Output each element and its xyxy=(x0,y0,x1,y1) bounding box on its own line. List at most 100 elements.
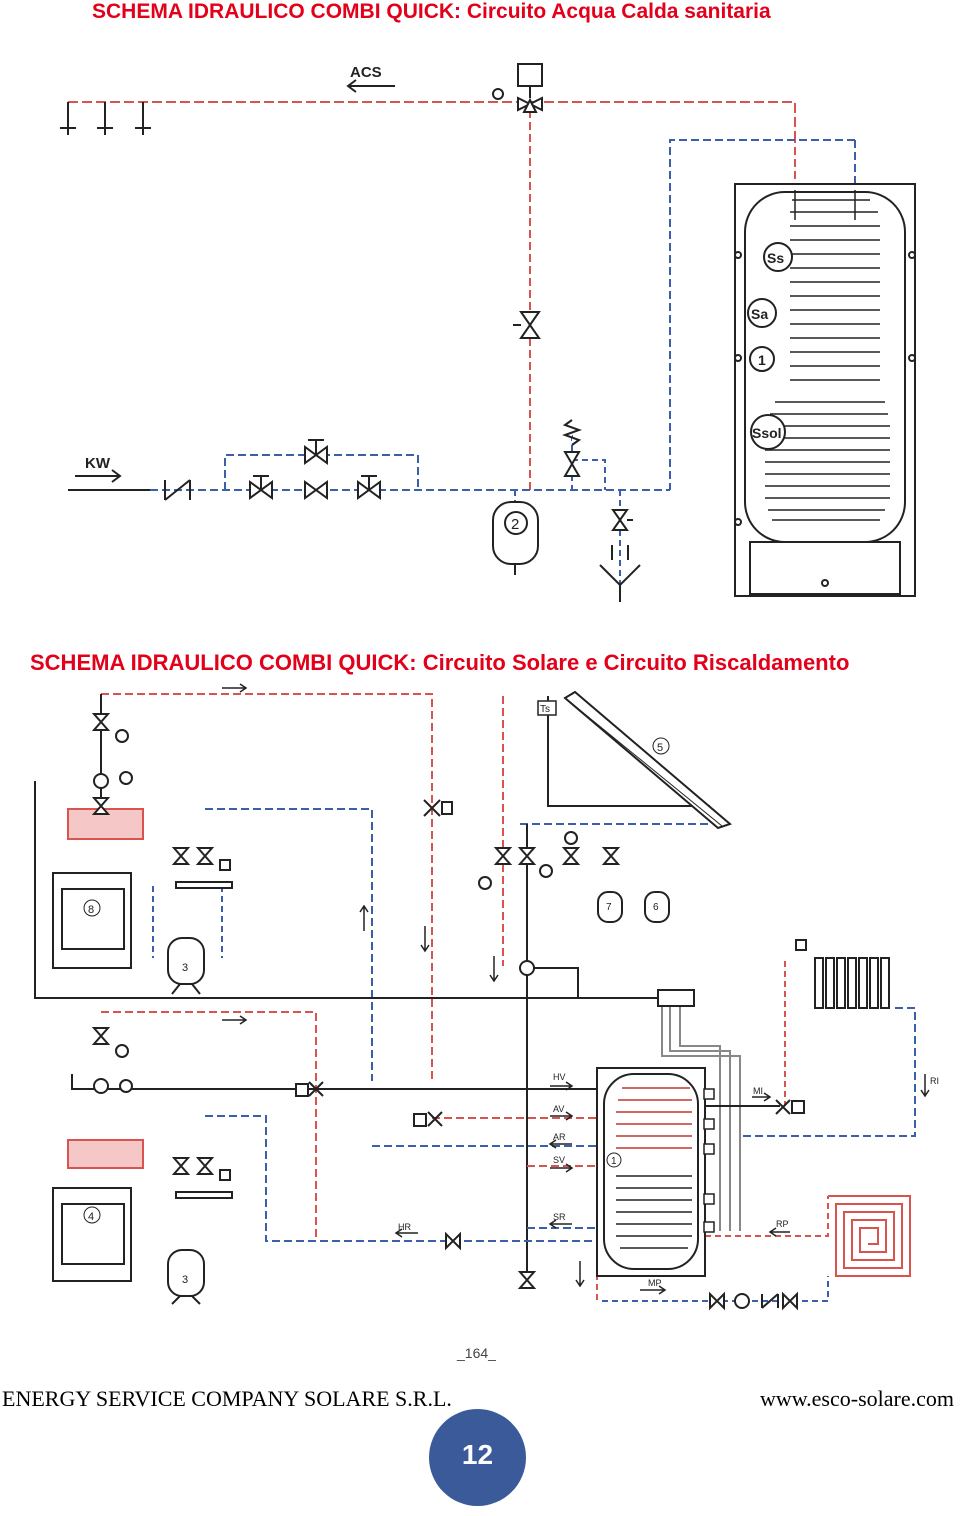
sensor-label: Ssol xyxy=(752,425,782,441)
lower-boiler-loop xyxy=(71,1074,597,1090)
valve-actuator-icon xyxy=(295,1083,309,1097)
hv-label: HV xyxy=(553,1072,566,1082)
three-way-valve-icon xyxy=(427,1111,443,1127)
flow-arrow-icon xyxy=(359,904,369,931)
solar-collector xyxy=(563,690,732,830)
expansion-vessel-icon xyxy=(167,937,205,995)
solar-vessel-icon xyxy=(644,891,670,923)
flow-arrow-icon xyxy=(548,1139,572,1149)
bypass-loop-pipe xyxy=(224,454,419,490)
collector-number-badge xyxy=(652,737,670,755)
company-name: ENERGY SERVICE COMPANY SOLARE S.R.L. xyxy=(2,1386,452,1411)
page-title-dhw: SCHEMA IDRAULICO COMBI QUICK: Circuito A… xyxy=(92,0,771,23)
flow-arrow-icon xyxy=(575,1261,585,1288)
sensor-ssol-icon xyxy=(750,414,786,450)
thermometer-icon xyxy=(478,876,492,890)
boiler-number: 4 xyxy=(88,1211,94,1223)
tank-cold-return-pipe xyxy=(669,139,855,490)
radiator-return-pipe xyxy=(740,1007,916,1137)
vessel-number: 3 xyxy=(182,962,188,974)
acs-flow-arrow xyxy=(346,79,395,93)
safety-valve-pipe xyxy=(572,459,606,490)
air-vent-icon xyxy=(219,1169,231,1181)
tap-icon xyxy=(97,102,113,135)
heat-exchanger-coil xyxy=(765,190,890,521)
hot-water-outlet-pipe xyxy=(68,101,796,135)
shutoff-valve-icon xyxy=(445,1231,461,1251)
sensor-label: Sa xyxy=(751,306,768,322)
temperature-probe-icon xyxy=(703,1088,715,1100)
combi-storage-tank xyxy=(596,1067,706,1277)
valve-actuator-icon xyxy=(441,801,453,815)
shutoff-valve-icon xyxy=(782,1291,798,1311)
boiler-number-badge xyxy=(83,1206,101,1224)
shutoff-valve-icon xyxy=(91,1027,111,1045)
solar-pump-line xyxy=(527,967,579,998)
tank-solar-coil xyxy=(616,1175,692,1249)
rp-label: RP xyxy=(776,1219,789,1229)
sensor-1-icon xyxy=(749,346,775,372)
ball-valve-icon xyxy=(357,475,381,500)
tank-coil xyxy=(616,1087,692,1149)
three-way-valve-icon xyxy=(775,1099,791,1115)
solar-return-pipe xyxy=(547,696,710,807)
dhw-storage-tank xyxy=(734,183,916,597)
valve-actuator-icon xyxy=(791,1100,805,1114)
ts-sensor-box xyxy=(537,700,557,716)
company-website-link[interactable]: www.esco-solare.com xyxy=(759,1386,954,1411)
ball-valve-icon xyxy=(249,475,273,500)
solar-vessel-number: 6 xyxy=(653,902,659,913)
manifold-bar xyxy=(175,881,233,889)
shutoff-valve-icon xyxy=(171,1157,191,1175)
ball-valve-icon xyxy=(304,439,328,465)
manifold-bar xyxy=(175,1191,233,1199)
flow-arrow-icon xyxy=(752,1092,772,1102)
tank-supply-bundle xyxy=(661,998,741,1231)
flow-arrow-icon xyxy=(420,926,430,953)
shutoff-valve-icon xyxy=(195,1157,215,1175)
floor-return-pipe xyxy=(602,1276,829,1302)
acs-label: ACS xyxy=(350,64,382,81)
pump-icon xyxy=(93,1078,109,1094)
boiler-return-pipe xyxy=(205,808,373,1081)
collector-number: 5 xyxy=(657,742,663,754)
tap-icon xyxy=(60,102,76,135)
air-vent-icon xyxy=(219,859,231,871)
shutoff-valve-icon xyxy=(171,847,191,865)
ar-label: AR xyxy=(553,1132,566,1142)
valve-actuator-icon xyxy=(413,1113,427,1127)
check-valve-icon xyxy=(761,1293,779,1309)
sensor-ss-icon xyxy=(763,242,793,272)
three-way-valve-icon xyxy=(308,1081,324,1097)
solar-vessel-icon xyxy=(597,891,623,923)
tank-sensor-number: 1 xyxy=(611,1156,617,1167)
solar-heating-circuit-diagram: 8 3 5 Ts xyxy=(34,683,939,1361)
check-valve-icon xyxy=(164,479,191,501)
sv-label: SV xyxy=(553,1155,565,1165)
shutoff-valve-icon xyxy=(91,713,111,731)
safety-valve-icon xyxy=(601,847,621,865)
circulation-pump-icon xyxy=(734,1293,750,1309)
av-label: AV xyxy=(553,1104,564,1114)
pressure-gauge-icon xyxy=(115,729,129,743)
expansion-vessel-icon xyxy=(492,501,539,575)
solar-pump-icon xyxy=(519,960,535,976)
mi-label: MI xyxy=(753,1086,763,1096)
shutoff-valve-icon xyxy=(513,311,541,339)
tap-icon xyxy=(135,102,151,135)
thermometer-icon xyxy=(539,864,553,878)
sensor-label: 1 xyxy=(758,352,766,368)
pressure-gauge-icon xyxy=(119,1079,133,1093)
flow-arrow-icon xyxy=(550,1163,574,1173)
boiler-number-badge xyxy=(83,899,101,917)
sr-label: SR xyxy=(553,1212,566,1222)
dhw-circuit-diagram: ACS KW 2 xyxy=(60,63,916,602)
temperature-probe-icon xyxy=(703,1221,715,1233)
pump-icon xyxy=(93,773,109,789)
safety-valve-icon xyxy=(562,419,582,477)
sensor-sa-icon xyxy=(747,298,777,328)
radiator xyxy=(795,939,890,1009)
tank-supply-bundle-2 xyxy=(669,1006,731,1231)
kw-label: KW xyxy=(85,455,111,472)
boiler-flow-pipe xyxy=(101,693,433,1081)
